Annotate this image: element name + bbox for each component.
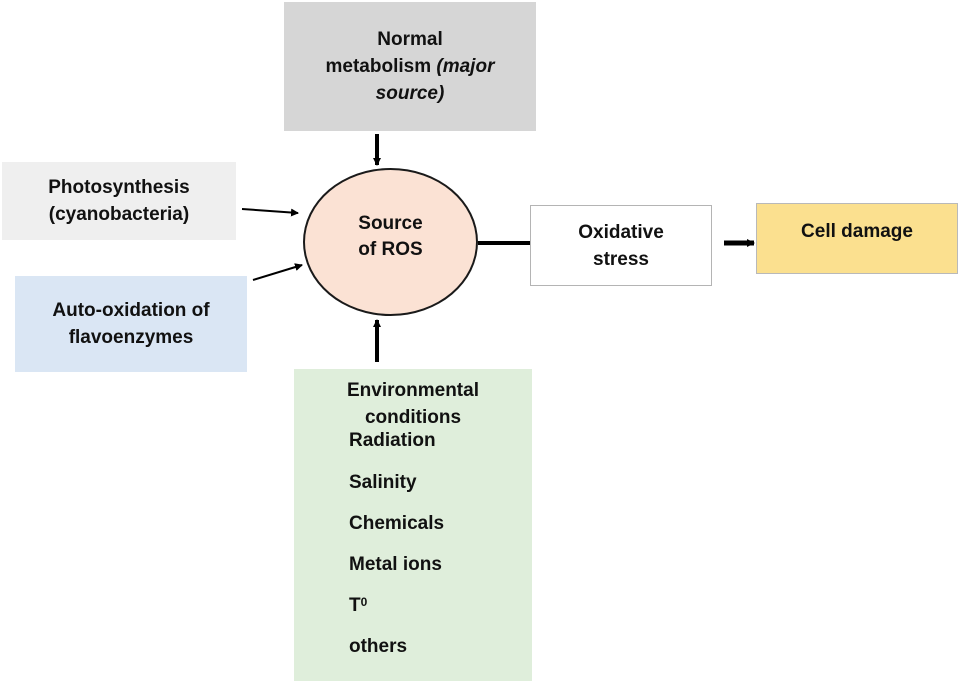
- photosynthesis-line2: (cyanobacteria): [48, 204, 190, 225]
- env-item-temperature-symbol: T: [349, 595, 361, 616]
- env-item-radiation: Radiation: [349, 430, 436, 451]
- source-of-ros-line2: of ROS: [358, 239, 423, 260]
- oxidative-stress-line1: Oxidative: [578, 221, 664, 243]
- cell-damage-box: Cell damage: [756, 203, 958, 274]
- auto-oxidation-box: Auto-oxidation of flavoenzymes: [15, 276, 247, 372]
- env-item-metal-ions: Metal ions: [349, 554, 442, 575]
- normal-metabolism-box: Normal metabolism (major source): [284, 2, 536, 131]
- source-of-ros-node: Source of ROS: [303, 168, 478, 316]
- oxidative-stress-box: Oxidative stress: [530, 205, 712, 286]
- auto-oxidation-line1: Auto-oxidation of: [52, 300, 210, 321]
- environmental-title: Environmental conditions: [294, 377, 532, 431]
- normal-metabolism-line2-plain: metabolism: [325, 56, 437, 77]
- environmental-title-line2: conditions: [364, 407, 462, 428]
- normal-metabolism-line2-italic: (major: [436, 56, 495, 77]
- env-item-salinity: Salinity: [349, 472, 417, 493]
- env-item-others: others: [349, 636, 408, 657]
- env-item-chemicals: Chemicals: [349, 513, 445, 534]
- arrow-photosynthesis-to-source: [241, 208, 299, 217]
- environmental-title-line1: Environmental: [347, 380, 479, 401]
- auto-oxidation-line2: flavoenzymes: [68, 327, 194, 348]
- env-item-temperature: T0: [349, 595, 367, 617]
- env-item-temperature-superscript: 0: [360, 595, 368, 609]
- oxidative-stress-line2: stress: [593, 248, 649, 270]
- arrow-auto-oxidation-to-source: [252, 263, 303, 281]
- photosynthesis-box: Photosynthesis (cyanobacteria): [2, 162, 236, 240]
- normal-metabolism-line1: Normal: [377, 29, 443, 50]
- source-of-ros-line1: Source: [358, 213, 423, 234]
- cell-damage-label: Cell damage: [801, 221, 913, 242]
- environmental-conditions-box: Environmental conditions Radiation Salin…: [294, 369, 532, 681]
- photosynthesis-line1: Photosynthesis: [48, 177, 190, 198]
- normal-metabolism-line2: metabolism (major: [326, 53, 495, 80]
- normal-metabolism-line3: source): [375, 83, 445, 104]
